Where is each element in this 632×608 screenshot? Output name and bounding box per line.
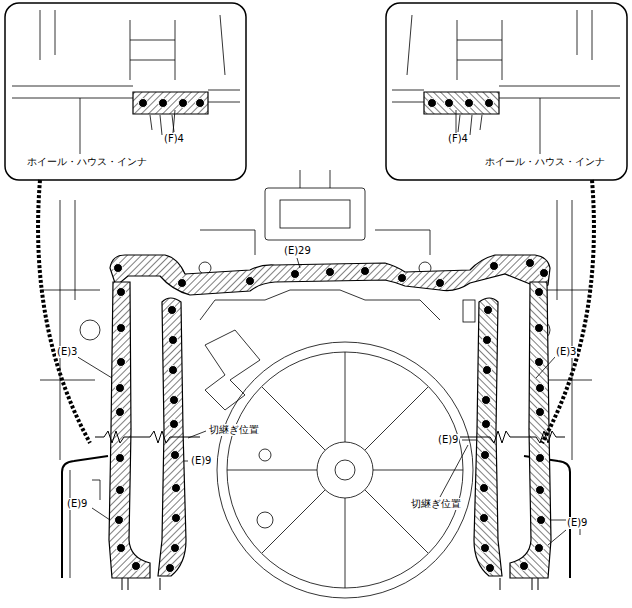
spare-tire-well [259,449,271,461]
side-rail-weld-area [171,544,180,553]
side-rail-weld-area [117,544,126,553]
spare-tire-well [217,342,473,598]
side-rail-weld-area [166,564,175,573]
side-rail-weld-area [169,336,178,345]
detail-inset [386,3,627,443]
detail-inset [12,15,240,102]
weld-spot [326,268,335,277]
weld-spot [526,259,535,268]
side-rail-weld-area [168,306,177,315]
leader-line [462,440,476,441]
callout-number: (E)3 [555,346,577,358]
detail-inset [38,180,90,443]
leader-line [536,356,556,378]
side-rail-weld-area [116,486,125,495]
side-rail-weld-area [132,562,141,571]
weld-spot [291,270,300,279]
leader-line [297,258,300,268]
callout-number: (E)3 [56,346,78,358]
callout-number: (F)4 [447,133,469,145]
spare-tire-well [227,352,463,588]
detail-inset [150,115,174,135]
side-rail-weld-area [460,282,565,590]
leader-line [92,508,110,520]
leader-line [76,356,112,378]
body-outline [463,300,475,322]
side-rail-weld-area [170,396,179,405]
leader-line [540,98,541,154]
spare-tire-well [217,342,473,598]
leader-line [80,98,81,154]
side-rail-weld-area [109,282,150,578]
side-rail-weld-area [116,454,125,463]
leader-line [548,530,566,545]
crossmember-weld-area [110,255,550,295]
side-rail-weld-area [115,516,124,525]
side-rail-weld-area [115,288,181,573]
part-name: ホイール・ハウス・インナ [26,156,148,168]
callout-number: (F)4 [163,133,185,145]
side-rail-weld-area [95,431,200,443]
leader-line [440,445,468,497]
side-rail-weld-area [122,578,160,590]
callout-number: (E)9 [190,455,212,467]
detail-inset [196,99,205,108]
side-rail-weld-area [172,484,181,493]
side-rail-weld-area [171,451,180,460]
detail-inset [139,99,205,108]
side-rail-weld-area [116,408,125,417]
spare-tire-well [317,442,373,498]
body-outline [200,290,440,320]
callout-number: (E)9 [66,498,88,510]
rear-floor-outline [62,456,108,578]
detail-inset [133,92,208,114]
callout-number: (E)29 [283,245,312,257]
weld-spot [114,259,549,288]
side-rail-weld-area [169,366,178,375]
side-rail-weld-area [170,420,179,429]
cut-position-label: 切継ぎ位置 [208,424,260,436]
leader-line [188,431,206,438]
detail-inset [5,3,246,443]
weld-spot [246,277,255,286]
crossmember-weld-area [110,255,550,295]
body-outline [40,170,592,578]
side-rail-weld-area [95,282,200,590]
detail-inset [5,3,246,180]
weld-spot [540,269,549,278]
weld-spot [178,279,187,288]
detail-inset [40,10,175,80]
body-outline [200,170,430,255]
leader-line [184,461,188,462]
side-rail-weld-area [172,514,181,523]
body-outline [265,188,365,240]
weld-spot [398,274,407,283]
side-rail-weld-area [117,288,126,297]
weld-spot [361,267,370,276]
body-outline [70,470,100,578]
spare-tire-well [257,512,273,528]
side-rail-weld-area [117,358,126,367]
detail-inset [12,10,240,135]
callout-number: (E)9 [437,434,459,446]
side-rail-weld-area [117,324,126,333]
detail-inset [139,99,148,108]
body-outline [80,320,100,340]
detail-inset [159,99,168,108]
body-outline [280,200,350,228]
spare-tire-well [335,460,355,480]
weld-spot [114,264,123,273]
weld-spot [436,279,445,288]
part-name: ホイール・ハウス・インナ [484,156,606,168]
callout-number: (E)9 [566,517,588,529]
cut-position-label: 切継ぎ位置 [410,498,462,510]
weld-spot [490,262,499,271]
spare-tire-well [227,352,463,588]
side-rail-weld-area [116,384,125,393]
detail-inset [179,99,188,108]
